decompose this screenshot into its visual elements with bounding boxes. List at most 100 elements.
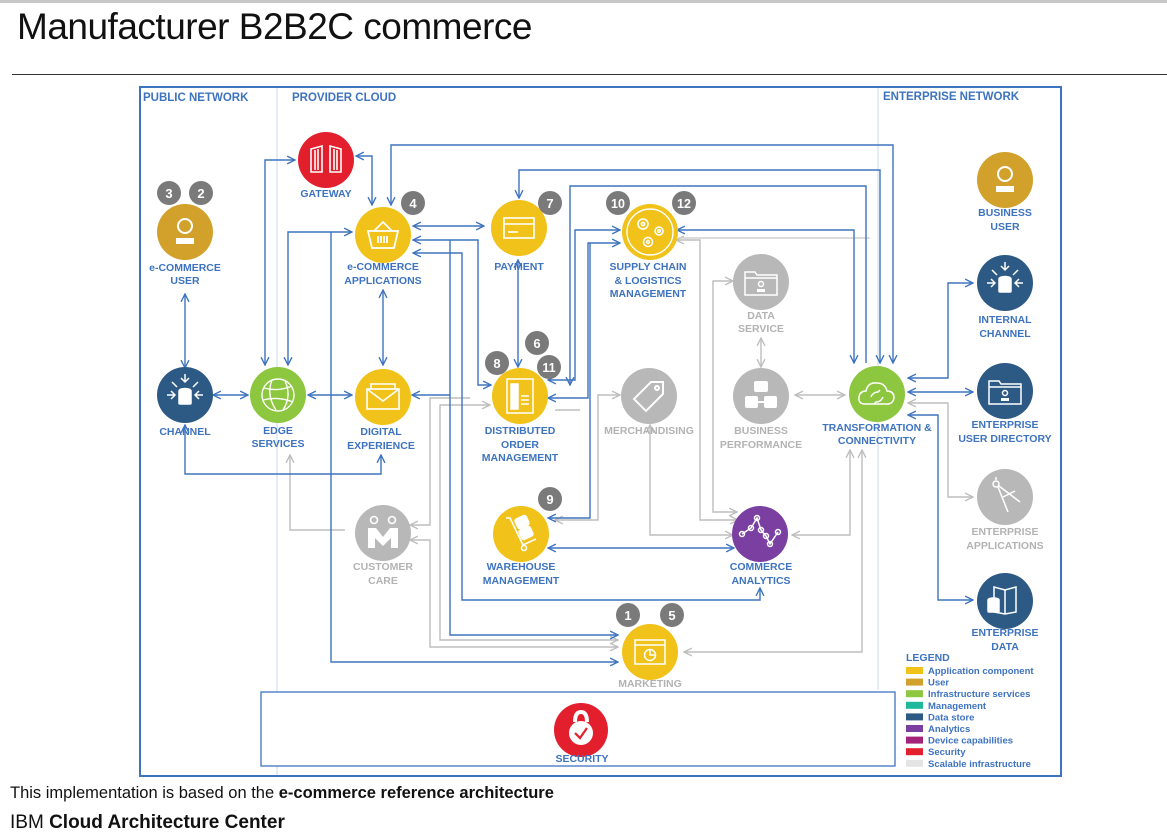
step-badge-label: 7 xyxy=(546,196,553,211)
page-title: Manufacturer B2B2C commerce xyxy=(17,6,532,47)
browser-chart-icon xyxy=(634,639,666,665)
conn-transformation-entdata xyxy=(908,415,973,600)
step-badge xyxy=(538,487,562,511)
legend: LEGEND Application componentUserInfrastr… xyxy=(906,652,1034,770)
conn-supply-dom xyxy=(548,230,620,380)
folder-user-icon xyxy=(988,380,1022,405)
node-label: DATA xyxy=(991,641,1019,653)
zone-label-public: PUBLIC NETWORK xyxy=(143,92,249,104)
legend-label: Infrastructure services xyxy=(928,689,1030,700)
node-label: MANAGEMENT xyxy=(482,452,559,464)
order-document-icon xyxy=(506,378,534,414)
node-label: USER xyxy=(170,275,200,287)
footer-note: This implementation is based on the e-co… xyxy=(10,784,554,803)
hand-truck-icon xyxy=(506,514,537,552)
legend-title: LEGEND xyxy=(906,652,950,664)
node-label: GATEWAY xyxy=(300,188,351,200)
legend-label: Analytics xyxy=(928,724,970,735)
node-business-user[interactable]: BUSINESS USER xyxy=(977,152,1033,233)
node-supply-chain[interactable]: SUPPLY CHAIN & LOGISTICS MANAGEMENT 10 1… xyxy=(606,191,696,300)
node-label: SUPPLY CHAIN xyxy=(609,261,686,273)
node-label: APPLICATIONS xyxy=(344,275,421,287)
cloud-sync-icon xyxy=(858,382,895,405)
top-rule xyxy=(0,0,1167,3)
gears-icon xyxy=(637,218,664,248)
conn-edge-gateway xyxy=(265,160,295,365)
node-internal-channel[interactable]: INTERNAL CHANNEL xyxy=(977,255,1033,340)
credit-card-icon xyxy=(503,217,535,239)
node-label: CHANNEL xyxy=(159,426,211,438)
node-security[interactable]: SECURITY xyxy=(554,703,609,765)
legend-label: Scalable infrastructure xyxy=(928,759,1031,770)
node-label: MANAGEMENT xyxy=(610,288,687,300)
node-label: EXPERIENCE xyxy=(347,440,415,452)
book-database-icon xyxy=(987,586,1017,615)
node-label: ENTERPRISE xyxy=(971,419,1038,431)
node-distributed-order-management[interactable]: DISTRIBUTED ORDER MANAGEMENT 8 6 11 xyxy=(482,331,561,464)
title-divider xyxy=(12,74,1167,75)
step-badge xyxy=(672,191,696,215)
node-ecommerce-applications[interactable]: e-COMMERCE APPLICATIONS 4 xyxy=(344,191,425,287)
node-payment[interactable]: PAYMENT 7 xyxy=(491,191,562,273)
conn-apps-dom-1 xyxy=(413,240,491,385)
step-badge-label: 5 xyxy=(668,608,675,623)
node-label: CONNECTIVITY xyxy=(838,435,916,447)
step-badge xyxy=(157,181,181,205)
node-label: DISTRIBUTED xyxy=(485,425,556,437)
node-commerce-analytics[interactable]: COMMERCE ANALYTICS xyxy=(730,506,792,587)
node-enterprise-user-directory[interactable]: ENTERPRISE USER DIRECTORY xyxy=(958,363,1052,445)
conn-transformation-analytics xyxy=(792,450,850,535)
node-customer-care[interactable]: CUSTOMER CARE xyxy=(353,505,413,587)
node-data-service[interactable]: DATA SERVICE xyxy=(733,254,789,335)
node-label: MANAGEMENT xyxy=(483,575,560,587)
step-badge-label: 12 xyxy=(677,197,691,211)
step-badge xyxy=(485,351,509,375)
envelope-icon xyxy=(366,383,400,410)
node-label: PAYMENT xyxy=(494,261,544,273)
reference-architecture-link[interactable]: e-commerce reference architecture xyxy=(278,784,554,802)
node-label: CHANNEL xyxy=(979,328,1031,340)
legend-label: User xyxy=(928,678,949,689)
node-label: TRANSFORMATION & xyxy=(822,422,932,434)
node-warehouse-management[interactable]: WAREHOUSE MANAGEMENT 9 xyxy=(483,487,562,587)
node-ecommerce-user[interactable]: e-COMMERCE USER 3 2 xyxy=(149,181,221,287)
step-badge-label: 9 xyxy=(546,492,553,507)
conn-edge-customercare xyxy=(290,455,345,531)
node-gateway[interactable]: GATEWAY xyxy=(298,132,354,200)
legend-swatch xyxy=(906,678,923,686)
channel-db-icon xyxy=(167,374,203,405)
node-digital-experience[interactable]: DIGITAL EXPERIENCE xyxy=(347,369,415,452)
legend-swatch xyxy=(906,713,923,721)
conn-supply-transformation xyxy=(677,230,854,363)
step-badge-label: 3 xyxy=(165,186,172,201)
conn-supply-warehouse xyxy=(548,243,591,518)
node-transformation-connectivity[interactable]: TRANSFORMATION & CONNECTIVITY xyxy=(822,366,932,447)
node-merchandising[interactable]: MERCHANDISING xyxy=(604,368,694,437)
legend-label: Device capabilities xyxy=(928,736,1013,747)
conn-apps-enterprise xyxy=(391,144,893,363)
node-label: MARKETING xyxy=(618,678,682,690)
node-enterprise-data[interactable]: ENTERPRISE DATA xyxy=(971,573,1039,653)
compass-icon xyxy=(992,477,1021,513)
step-badge-label: 10 xyxy=(611,197,625,211)
legend-swatch xyxy=(906,701,923,709)
node-label: COMMERCE xyxy=(730,561,792,573)
footer-brand-name: Cloud Architecture Center xyxy=(49,812,285,833)
gate-icon xyxy=(310,144,342,173)
folder-user-icon xyxy=(744,271,778,296)
conn-edge-apps xyxy=(288,232,352,365)
node-channel[interactable]: CHANNEL xyxy=(157,367,213,438)
node-edge-services[interactable]: EDGE SERVICES xyxy=(250,367,306,450)
conn-gateway-apps xyxy=(356,156,372,205)
checkmark-icon xyxy=(574,727,588,740)
conn-channel-dx xyxy=(185,425,381,475)
step-badge-label: 6 xyxy=(533,336,540,351)
legend-swatch xyxy=(906,725,923,732)
node-label: MERCHANDISING xyxy=(604,425,694,437)
node-enterprise-applications[interactable]: ENTERPRISE APPLICATIONS xyxy=(966,469,1044,552)
node-label: APPLICATIONS xyxy=(966,540,1043,552)
node-marketing[interactable]: MARKETING 1 5 xyxy=(616,603,684,690)
node-business-performance[interactable]: BUSINESS PERFORMANCE xyxy=(720,368,802,451)
node-label: & LOGISTICS xyxy=(614,275,681,287)
step-badge xyxy=(537,355,561,379)
